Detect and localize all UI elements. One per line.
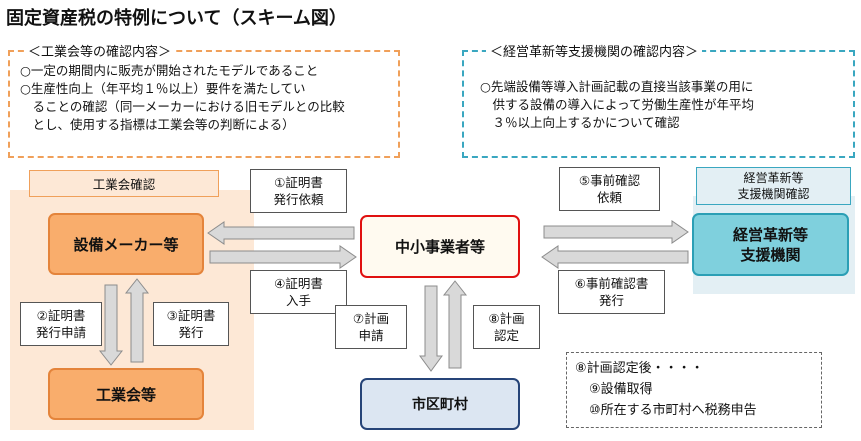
arrow-maker-to-association <box>98 284 124 366</box>
step-2-label: ②証明書 発行申請 <box>20 302 102 346</box>
node-equipment-maker-label: 設備メーカー等 <box>73 235 179 254</box>
step-3-line-2: 発行 <box>178 325 204 340</box>
arrow-sme-to-municipality <box>419 285 443 372</box>
industry-line-1: ○一定の期間内に販売が開始されたモデルであること <box>20 63 319 78</box>
node-municipality-label: 市区町村 <box>412 397 468 413</box>
step-8-line-1: ⑧計画 <box>488 311 525 326</box>
arrow-certificate-to-sme <box>209 245 357 269</box>
step-2-line-2: 発行申請 <box>35 325 86 340</box>
step-5-line-1: ⑤事前確認 <box>578 173 641 188</box>
step-7-line-1: ⑦計画 <box>352 311 390 326</box>
industry-line-2: ○生産性向上（年平均１％以上）要件を満たしてい <box>20 81 306 96</box>
node-support-label-2: 支援機関 <box>740 245 801 264</box>
step-5-line-2: 依頼 <box>596 190 622 205</box>
industry-line-4: とし、使用する指標は工業会等の判断による） <box>20 117 295 132</box>
step-6-label: ⑥事前確認書 発行 <box>558 270 665 314</box>
step-7-label: ⑦計画 申請 <box>335 305 407 349</box>
arrow-municipality-to-sme <box>442 280 468 369</box>
support-region-tag-line-1: 経営革新等 <box>743 171 804 185</box>
arrow-request-to-support <box>543 220 689 244</box>
industry-region-tag: 工業会確認 <box>29 170 219 197</box>
step-1-line-2: 発行依頼 <box>273 192 324 207</box>
after-approval-box: ⑧計画認定後・・・・ ⑨設備取得 ⑩所在する市町村へ税務申告 <box>566 352 822 428</box>
node-sme: 中小事業者等 <box>360 215 520 278</box>
arrow-confirmation-to-sme <box>541 245 689 269</box>
step-6-line-1: ⑥事前確認書 <box>574 276 649 291</box>
step-7-line-2: 申請 <box>358 328 384 343</box>
after-line-2: ⑨設備取得 <box>589 382 653 397</box>
support-line-1: ○先端設備等導入計画記載の直接当該事業の用に <box>480 79 754 94</box>
industry-box-legend: ＜工業会等の確認内容＞ <box>24 41 176 60</box>
node-industry-association: 工業会等 <box>48 368 204 420</box>
step-8-label: ⑧計画 認定 <box>473 305 540 349</box>
step-6-line-2: 発行 <box>598 293 624 308</box>
step-8-line-2: 認定 <box>493 328 519 343</box>
support-box-legend: ＜経営革新等支援機関の確認内容＞ <box>486 41 703 60</box>
node-support-label-1: 経営革新等 <box>732 225 808 244</box>
support-line-2: 供する設備の導入によって労働生産性が年平均 <box>480 97 755 112</box>
arrow-request-to-maker <box>207 221 355 245</box>
step-4-line-2: 入手 <box>285 293 311 308</box>
node-support-organization: 経営革新等 支援機関 <box>692 213 849 276</box>
industry-region-tag-text: 工業会確認 <box>92 177 156 192</box>
step-3-line-1: ③証明書 <box>166 308 216 323</box>
support-line-3: ３％以上向上するかについて確認 <box>480 115 680 130</box>
after-line-1: ⑧計画認定後・・・・ <box>575 361 704 376</box>
step-4-label: ④証明書 入手 <box>250 270 347 314</box>
node-association-label: 工業会等 <box>95 385 156 404</box>
support-region-tag-line-2: 支援機関確認 <box>737 187 810 201</box>
node-municipality: 市区町村 <box>360 378 520 430</box>
step-4-line-1: ④証明書 <box>274 276 323 291</box>
step-1-line-1: ①証明書 <box>274 175 323 190</box>
industry-confirmation-box: ○一定の期間内に販売が開始されたモデルであること ○生産性向上（年平均１％以上）… <box>8 50 400 158</box>
arrow-group <box>98 220 689 372</box>
page-title: 固定資産税の特例について（スキーム図） <box>6 8 347 29</box>
arrow-association-to-maker <box>124 278 150 363</box>
node-sme-label: 中小事業者等 <box>394 238 485 256</box>
step-2-line-1: ②証明書 <box>36 308 86 323</box>
step-1-label: ①証明書 発行依頼 <box>250 169 347 213</box>
after-line-3: ⑩所在する市町村へ税務申告 <box>589 403 757 418</box>
node-equipment-maker: 設備メーカー等 <box>48 213 204 275</box>
support-region-tag: 経営革新等 支援機関確認 <box>696 167 851 205</box>
step-3-label: ③証明書 発行 <box>153 302 229 346</box>
industry-line-3: ることの確認（同一メーカーにおける旧モデルとの比較 <box>20 99 345 114</box>
step-5-label: ⑤事前確認 依頼 <box>559 167 660 211</box>
